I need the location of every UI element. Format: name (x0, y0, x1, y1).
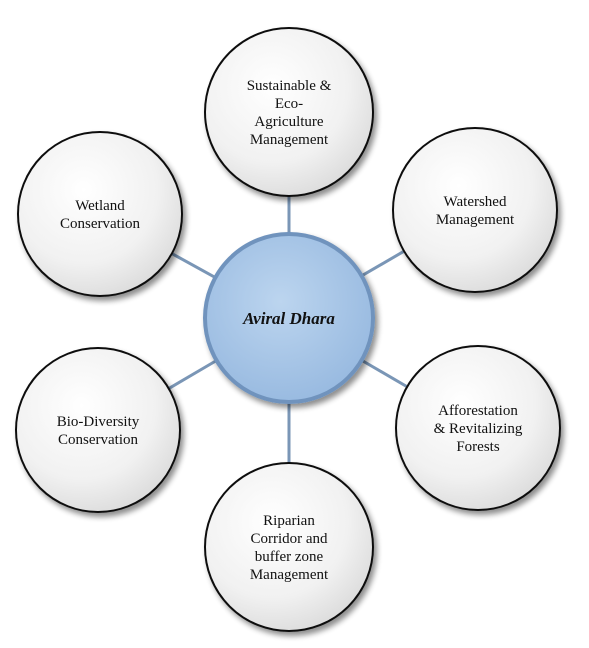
connectors (167, 196, 408, 463)
hub: Aviral Dhara (203, 232, 375, 404)
node-circle-watershed-management (392, 127, 558, 293)
node-label-line: Management (250, 132, 329, 148)
node-circle-riparian-corridor-buffer-zone (204, 462, 374, 632)
node-label-line: Forests (456, 439, 500, 455)
node-circle-afforestation-revitalizing-forests (395, 345, 561, 511)
connector-wetland-conservation (171, 252, 217, 279)
node-label-line: Conservation (60, 216, 140, 232)
node-circle-sustainable-eco-agriculture (204, 27, 374, 197)
node-label-line: buffer zone (255, 549, 324, 565)
node-label-line: Management (250, 567, 329, 583)
nodes: Sustainable &Eco-AgricultureManagementWa… (15, 27, 561, 632)
node-label-line: Sustainable & (247, 78, 332, 94)
node-label-line: Agriculture (254, 114, 323, 130)
node-label-line: Corridor and (250, 531, 328, 547)
node-circle-bio-diversity-conservation (15, 347, 181, 513)
node-label-line: Eco- (275, 96, 303, 112)
node-label-line: Management (436, 212, 515, 228)
hub-circle (203, 232, 375, 404)
node-label-line: Afforestation (438, 403, 518, 419)
node-label-line: Wetland (75, 198, 125, 214)
node-label-line: Conservation (58, 432, 138, 448)
node-circle-wetland-conservation (17, 131, 183, 297)
node-label-line: Watershed (444, 194, 507, 210)
node-label-line: Riparian (263, 513, 315, 529)
connector-bio-diversity-conservation (167, 359, 218, 390)
node-label-line: Bio-Diversity (57, 414, 140, 430)
connector-afforestation-revitalizing-forests (360, 358, 408, 389)
node-label-line: & Revitalizing (434, 421, 523, 437)
connector-watershed-management (360, 249, 405, 278)
hub-label: Aviral Dhara (242, 309, 335, 328)
